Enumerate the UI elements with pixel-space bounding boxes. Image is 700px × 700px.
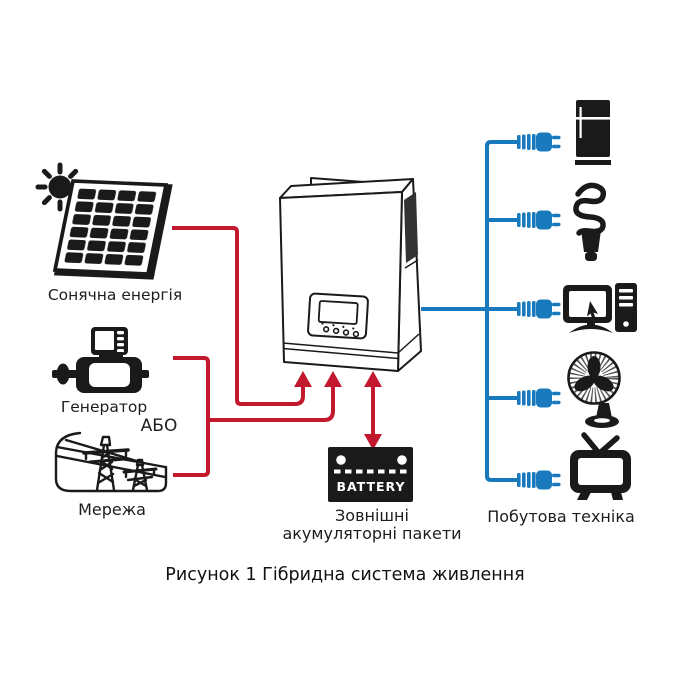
battery-double-arrow xyxy=(364,371,382,450)
generator-icon xyxy=(52,327,149,393)
power-plug-icon xyxy=(517,210,561,230)
computer-icon xyxy=(563,283,637,333)
battery-device-text: BATTERY xyxy=(336,479,406,494)
battery-caption-line2: акумуляторні пакети xyxy=(282,524,462,543)
battery-icon xyxy=(328,447,413,502)
inverter-display xyxy=(307,292,369,340)
ac-output-line xyxy=(421,140,517,482)
tv-icon xyxy=(570,432,631,500)
solar-label: Сонячна енергія xyxy=(47,286,183,304)
power-plug-icon xyxy=(517,299,561,319)
solar-panel-icon xyxy=(52,179,173,280)
figure-caption: Рисунок 1 Гібридна система живлення xyxy=(165,565,525,585)
refrigerator-icon xyxy=(575,100,611,165)
power-plug-icon xyxy=(517,132,561,152)
loads-label: Побутова техніка xyxy=(487,507,635,526)
cfl-bulb-icon xyxy=(573,182,607,261)
power-plug-icon xyxy=(517,470,561,490)
battery-caption-line1: Зовнішні xyxy=(335,506,409,525)
power-grid-icon xyxy=(54,431,168,493)
fan-icon xyxy=(567,351,621,428)
or-label: АБО xyxy=(140,416,178,436)
generator-label: Генератор xyxy=(60,398,148,416)
dc-source-lines xyxy=(172,226,342,477)
hybrid-inverter-icon xyxy=(279,177,422,372)
power-plug-icon xyxy=(517,388,561,408)
grid-label: Мережа xyxy=(78,500,146,519)
